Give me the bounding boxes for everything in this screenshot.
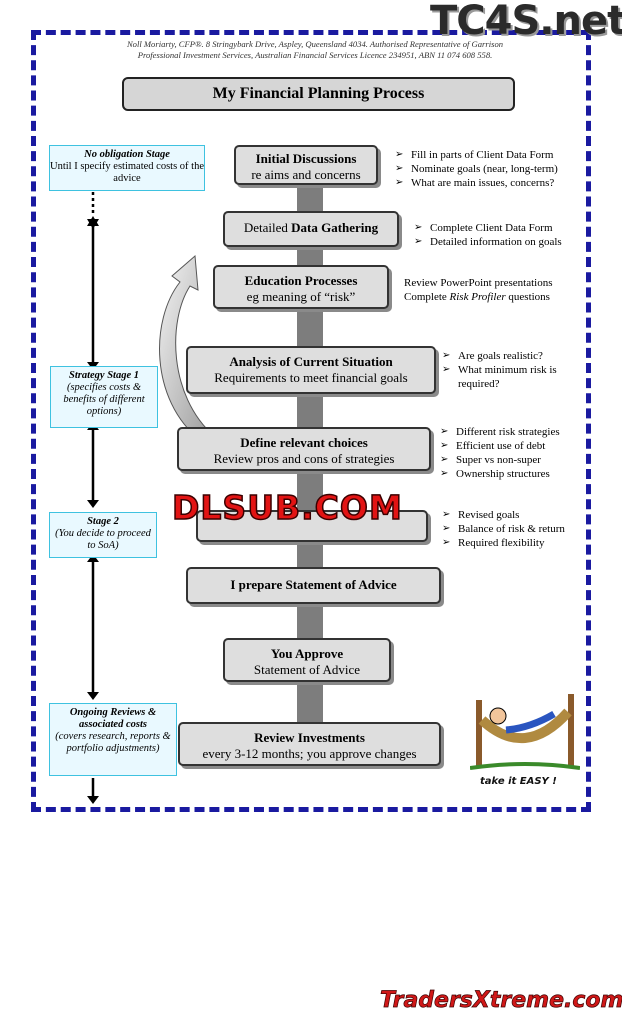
bullets-data-gathering: Complete Client Data Form Detailed infor… [414,221,562,249]
step-title: Define relevant choices [240,435,368,450]
bullet-item: Complete Client Data Form [414,221,562,235]
step-subtitle: Requirements to meet financial goals [214,370,408,385]
step-title: You Approve [270,646,344,661]
watermark-center-logo: DLSUB.COM [171,487,403,528]
hammock-cartoon-illustration [470,694,580,770]
step-title: Review Investments [254,730,365,745]
bullet-text: required? [458,378,500,390]
stage-2: Stage 2 (You decide to proceed to SoA) [49,512,157,558]
bullet-item: Revised goals [442,508,565,522]
bullets-analysis: Are goals realistic? What minimum risk i… [442,349,557,391]
stage-strategy-1: Strategy Stage 1 (specifies costs & bene… [50,366,158,428]
step-subtitle: re aims and concerns [251,167,361,182]
bullet-item: Super vs non-super [440,453,560,467]
cartoon-caption: take it EASY ! [480,776,557,787]
step-subtitle: Statement of Advice [253,662,361,677]
step-title: I prepare Statement of Advice [230,577,397,592]
step-you-approve: You Approve Statement of Advice [223,638,391,682]
page-title: My Financial Planning Process [122,77,515,111]
step-analysis-current-situation: Analysis of Current Situation Requiremen… [186,346,436,394]
bullets-initial-discussions: Fill in parts of Client Data Form Nomina… [395,148,558,190]
stage-title: Strategy Stage 1 [69,370,139,381]
step-data-gathering: Detailed Data Gathering [223,211,399,247]
down-arrow-shafts [297,182,323,722]
education-text: Complete [404,291,450,303]
step-prefix: Detailed [243,220,292,235]
step-initial-discussions: Initial Discussions re aims and concerns [234,145,378,185]
step-subtitle: eg meaning of “risk” [246,289,356,304]
step-education-processes: Education Processes eg meaning of “risk” [213,265,389,309]
header-line-2: Professional Investment Services, Austra… [137,50,493,60]
step-prepare-soa: I prepare Statement of Advice [186,567,441,604]
stage-title: Stage 2 [87,516,119,527]
bullet-item: Balance of risk & return [442,522,565,536]
education-line: Complete Risk Profiler questions [404,290,552,304]
step-define-relevant-choices: Define relevant choices Review pros and … [177,427,431,471]
stage-title: No obligation Stage [84,149,170,160]
bullet-item: Efficient use of debt [440,439,560,453]
step-title: Initial Discussions [255,151,357,166]
bullets-education: Review PowerPoint presentations Complete… [404,276,552,304]
stage-desc: (specifies costs & benefits of different… [63,382,145,417]
step-subtitle: Review pros and cons of strategies [213,451,395,466]
stage-desc: (covers research, reports & portfolio ad… [55,731,171,754]
bullets-agreed-strategy: Revised goals Balance of risk & return R… [442,508,565,550]
stage-desc: (You decide to proceed to SoA) [55,528,151,551]
header-line-1: Noll Moriarty, CFP®. 8 Stringybark Drive… [126,39,504,49]
bullet-item: Fill in parts of Client Data Form [395,148,558,162]
bullet-item: Different risk strategies [440,425,560,439]
step-title: Education Processes [244,273,358,288]
step-review-investments: Review Investments every 3-12 months; yo… [178,722,441,766]
education-text: questions [505,291,550,303]
bullets-choices: Different risk strategies Efficient use … [440,425,560,481]
page-border [31,30,591,812]
step-subtitle: every 3-12 months; you approve changes [202,746,417,761]
watermark-bottom-logo: TradersXtreme.com [380,988,622,1014]
bullet-item: Detailed information on goals [414,235,562,249]
stage-desc: Until I specify estimated costs of the a… [50,161,204,184]
stage-title: Ongoing Reviews & associated costs [69,707,157,730]
bullet-item: What minimum risk is [442,363,557,377]
stage-ongoing-reviews: Ongoing Reviews & associated costs (cove… [49,703,177,776]
bullet-item: Are goals realistic? [442,349,557,363]
education-risk-profiler: Risk Profiler [449,291,506,303]
step-title: Data Gathering [291,220,379,235]
bullet-continuation: required? [442,377,557,391]
bullet-item: Nominate goals (near, long-term) [395,162,558,176]
stage-no-obligation: No obligation Stage Until I specify esti… [49,145,205,191]
watermark-top-logo: TC4S.net [430,0,622,44]
bullet-item: Required flexibility [442,536,565,550]
step-title: Analysis of Current Situation [229,354,393,369]
step-agreed-strategy [196,510,428,542]
bullet-item: What are main issues, concerns? [395,176,558,190]
education-line: Review PowerPoint presentations [404,277,553,289]
bullet-item: Ownership structures [440,467,560,481]
curved-return-arrow [159,254,216,441]
